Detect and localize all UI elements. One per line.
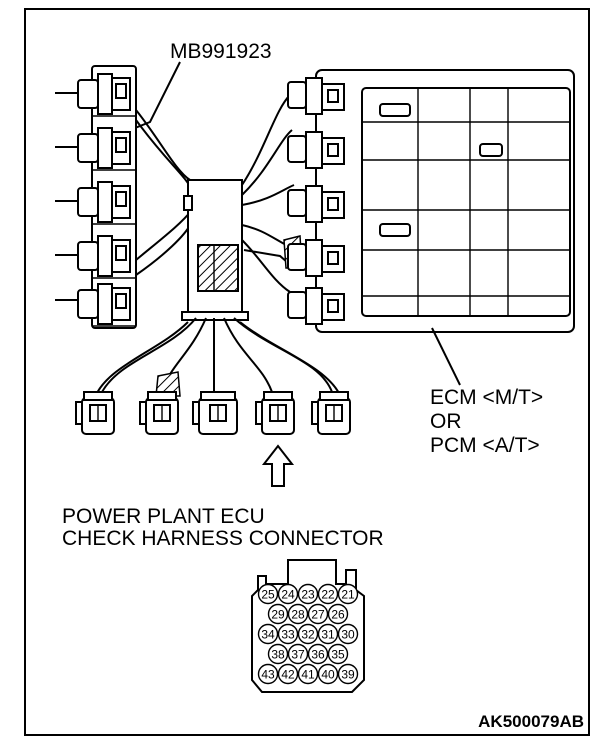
pin-22: 22 <box>317 583 339 605</box>
check-connector <box>192 391 238 435</box>
pin-label: 41 <box>301 668 315 682</box>
ecm-label-line2: OR <box>430 410 462 433</box>
pin-42: 42 <box>277 663 299 685</box>
pin-label: 36 <box>311 648 325 662</box>
pin-43: 43 <box>257 663 279 685</box>
harness-bundle-bottom <box>95 317 341 396</box>
pin-40: 40 <box>317 663 339 685</box>
pin-label: 40 <box>321 668 335 682</box>
ecm-label-line3: PCM <A/T> <box>430 434 540 457</box>
pin-21: 21 <box>337 583 359 605</box>
caption-line1: POWER PLANT ECU <box>62 505 265 528</box>
pin-41: 41 <box>297 663 319 685</box>
pin-label: 38 <box>271 648 285 662</box>
ecm-connector-slot <box>287 287 345 325</box>
pin-26: 26 <box>327 603 349 625</box>
left-connector-block <box>55 65 137 329</box>
pin-37: 37 <box>287 643 309 665</box>
pin-39: 39 <box>337 663 359 685</box>
check-connector <box>75 391 115 435</box>
diagram-frame <box>24 8 590 736</box>
pin-label: 27 <box>311 608 325 622</box>
pin-30: 30 <box>337 623 359 645</box>
check-connector <box>139 391 179 435</box>
check-connector <box>255 391 295 435</box>
figure-code: AK500079AB <box>478 712 584 731</box>
pin-label: 35 <box>331 648 345 662</box>
pin-label: 28 <box>291 608 305 622</box>
pin-25: 25 <box>257 583 279 605</box>
left-connector-row <box>77 73 136 117</box>
pin-23: 23 <box>297 583 319 605</box>
pin-label: 37 <box>291 648 305 662</box>
pin-label: 31 <box>321 628 335 642</box>
ecm-connector-slot <box>287 239 345 277</box>
pin-label: 23 <box>301 588 315 602</box>
check-connector <box>311 391 351 435</box>
pin-27: 27 <box>307 603 329 625</box>
ecm-leader-line <box>431 327 461 386</box>
pin-label: 29 <box>271 608 285 622</box>
left-connector-row <box>77 235 136 279</box>
pin-label: 32 <box>301 628 315 642</box>
harness-bundle-left <box>135 109 193 276</box>
ecm-label-line1: ECM <M/T> <box>430 386 543 409</box>
check-harness-connectors <box>75 391 351 435</box>
pin-38: 38 <box>267 643 289 665</box>
pin-24: 24 <box>277 583 299 605</box>
up-arrow-icon <box>261 444 295 487</box>
left-connector-row <box>77 127 136 171</box>
connector-pin-face: 25 24 23 22 21 29 28 27 26 34 33 32 31 30 38 37 36 35 43 42… <box>251 559 365 693</box>
ecm-connector-slot <box>287 131 345 169</box>
pin-label: 26 <box>331 608 345 622</box>
pin-31: 31 <box>317 623 339 645</box>
harness-trunk <box>181 179 249 321</box>
pin-label: 34 <box>261 628 275 642</box>
pin-label: 22 <box>321 588 335 602</box>
pin-29: 29 <box>267 603 289 625</box>
pin-28: 28 <box>287 603 309 625</box>
pin-label: 24 <box>281 588 295 602</box>
pin-35: 35 <box>327 643 349 665</box>
check-wire-hatch <box>155 371 181 397</box>
pin-34: 34 <box>257 623 279 645</box>
pin-label: 43 <box>261 668 275 682</box>
pin-label: 30 <box>341 628 355 642</box>
pin-label: 21 <box>341 588 355 602</box>
adapter-label: MB991923 <box>170 40 272 63</box>
pin-33: 33 <box>277 623 299 645</box>
pin-label: 33 <box>281 628 295 642</box>
left-connector-row <box>77 181 136 225</box>
left-connector-row <box>77 283 136 327</box>
pin-label: 39 <box>341 668 355 682</box>
harness-bundle-right <box>241 94 295 293</box>
pin-label: 42 <box>281 668 295 682</box>
pin-label: 25 <box>261 588 275 602</box>
ecm-connector-slot <box>287 77 345 115</box>
caption-line2: CHECK HARNESS CONNECTOR <box>62 527 384 550</box>
ecm-connector-slot <box>287 185 345 223</box>
ecm-unit <box>287 69 575 333</box>
adapter-leader-line <box>129 61 181 131</box>
pin-36: 36 <box>307 643 329 665</box>
pin-32: 32 <box>297 623 319 645</box>
